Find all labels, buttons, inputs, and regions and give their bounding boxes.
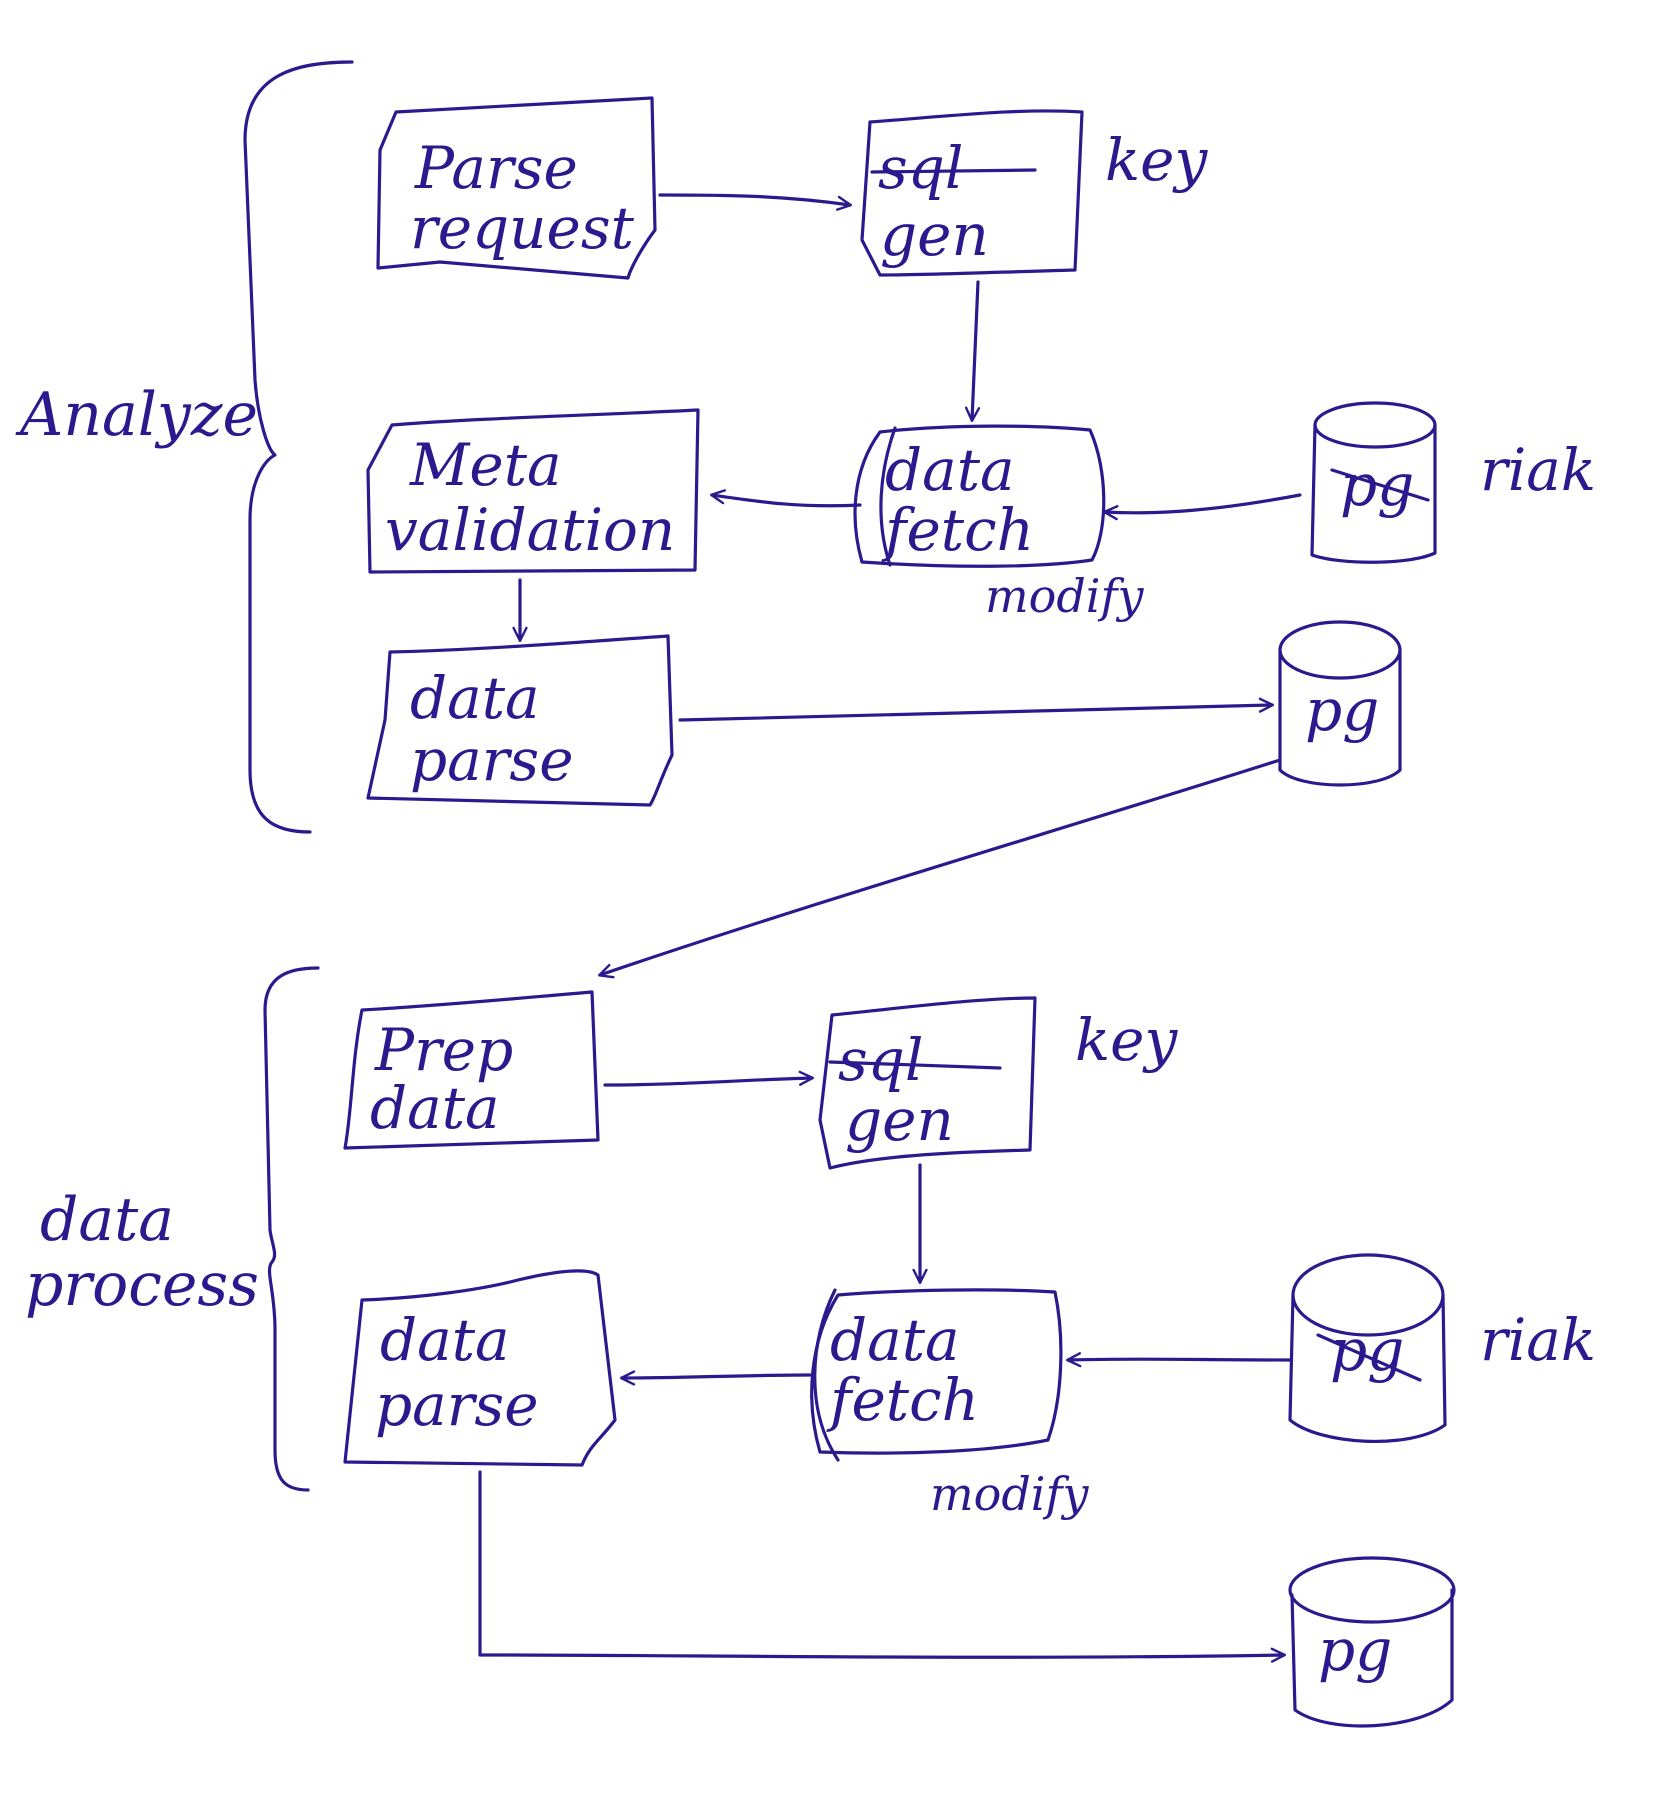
- data-process-group-label-line1: data: [40, 1185, 174, 1255]
- arrow-fetch-to-parse-bottom: [620, 1370, 812, 1386]
- arrow-keygen-to-fetch: [964, 280, 981, 422]
- prep-data-line2: data: [370, 1074, 500, 1142]
- arrow-parse-to-keygen: [658, 193, 852, 211]
- key-gen-strikethrough-top: [870, 168, 1037, 174]
- key-gen-side-label-bottom: key: [1075, 1006, 1178, 1074]
- data-parse-bottom-line1: data: [380, 1306, 510, 1374]
- data-fetch-bottom-note: modify: [930, 1467, 1089, 1521]
- data-parse-top-line1: data: [410, 664, 540, 732]
- data-fetch-box-bottom-outline: [813, 1288, 840, 1462]
- prep-data-box: [343, 990, 600, 1150]
- data-parse-bottom-line2: parse: [375, 1371, 539, 1439]
- analyze-group-label: Analyze: [15, 380, 258, 450]
- riak-side-label-top: riak: [1480, 436, 1596, 504]
- arrow-fetch-to-meta: [710, 489, 862, 508]
- riak-side-label-bottom: riak: [1480, 1306, 1596, 1374]
- arrow-riak-to-fetch: [1103, 493, 1302, 521]
- data-process-brace: [263, 966, 320, 1492]
- data-parse-top-line2: parse: [410, 726, 574, 794]
- arrow-parse-to-pg: [678, 697, 1274, 722]
- arrow-riak-to-fetch-bottom: [1066, 1352, 1292, 1368]
- data-parse-box-top: [366, 634, 674, 807]
- riak-store-top: [1310, 401, 1437, 564]
- arrow-pg-to-prep: [598, 758, 1282, 979]
- data-fetch-bottom-line1: data: [830, 1306, 960, 1374]
- pg-store-top-label: pg: [1305, 676, 1379, 744]
- key-gen-box-top: [860, 109, 1084, 277]
- data-process-group-label-line2: process: [25, 1250, 259, 1320]
- key-gen-struck-bottom: sql: [838, 1026, 923, 1094]
- meta-validation-line2: validation: [385, 496, 675, 564]
- key-gen-side-label-top: key: [1105, 126, 1208, 194]
- data-fetch-bottom-line2: fetch: [826, 1366, 979, 1434]
- pg-store-top: [1278, 620, 1402, 787]
- parse-request-line2: request: [410, 194, 635, 262]
- data-fetch-top-line2: fetch: [881, 496, 1034, 564]
- arrow-prep-to-keygen: [603, 1070, 814, 1087]
- pg-store-bottom-label: pg: [1318, 1616, 1392, 1684]
- riak-strikethrough-top: [1330, 468, 1430, 502]
- data-fetch-box-top-outline: [879, 426, 897, 567]
- data-parse-box-bottom: [343, 1269, 617, 1467]
- prep-data-line1: Prep: [374, 1016, 513, 1084]
- meta-validation-line1: Meta: [409, 431, 562, 499]
- data-fetch-top-line1: data: [885, 436, 1015, 504]
- pg-store-bottom: [1288, 1556, 1456, 1728]
- data-fetch-box-bottom: [810, 1288, 1063, 1455]
- parse-request-line1: Parse: [414, 134, 578, 202]
- data-fetch-box-top: [853, 424, 1106, 568]
- key-gen-strikethrough-bottom: [828, 1060, 1002, 1070]
- key-gen-struck-top: sql: [878, 134, 963, 202]
- arrow-parse-to-pg-bottom: [478, 1470, 1286, 1663]
- riak-store-bottom-struck: pg: [1330, 1316, 1404, 1384]
- key-gen-text-bottom: gen: [845, 1086, 954, 1154]
- meta-validation-box: [366, 408, 700, 574]
- riak-strikethrough-bottom: [1316, 1333, 1422, 1382]
- riak-store-bottom: [1288, 1253, 1447, 1443]
- parse-request-box: [376, 96, 657, 280]
- data-fetch-top-note: modify: [985, 569, 1144, 623]
- key-gen-text-top: gen: [880, 201, 989, 269]
- analyze-brace: [243, 60, 354, 834]
- key-gen-box-bottom: [818, 996, 1037, 1170]
